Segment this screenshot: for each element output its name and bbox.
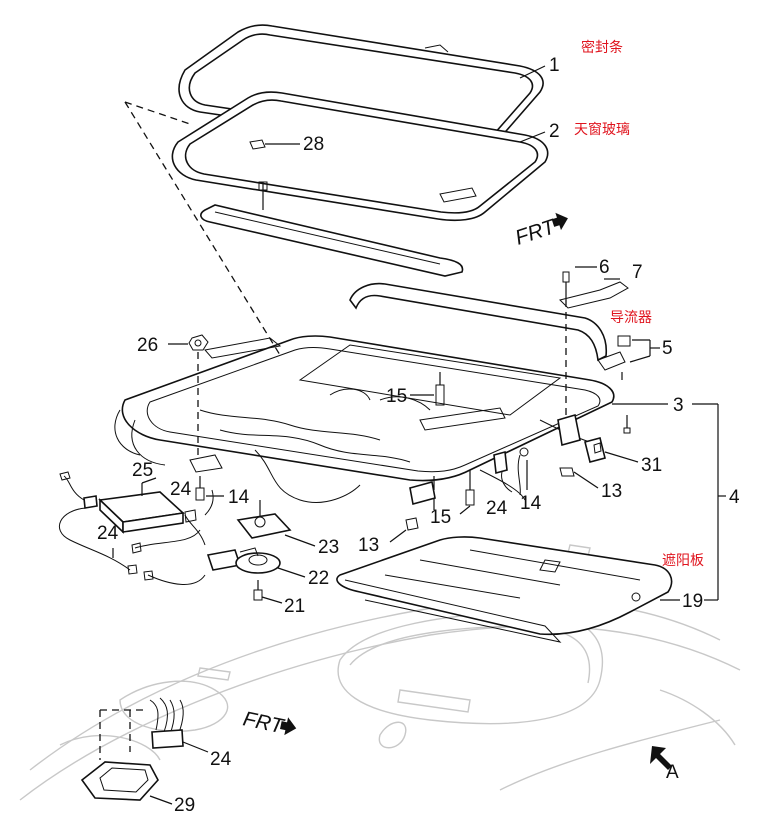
part-number-15-lower: 15 — [430, 507, 451, 528]
part-number-24-harness: 24 — [97, 523, 119, 544]
sunshade-part — [336, 536, 673, 643]
bracket-23 — [236, 500, 316, 547]
front-rail — [200, 181, 464, 277]
part-number-24-switch: 24 — [210, 749, 232, 770]
bracket-31 — [557, 413, 639, 489]
part-number-21: 21 — [284, 596, 305, 617]
part-number-31: 31 — [641, 455, 662, 476]
part-number-29: 29 — [174, 795, 195, 816]
sunroof-glass-part — [171, 91, 549, 222]
part-number-7: 7 — [632, 262, 643, 283]
part-number-24-left: 24 — [170, 479, 192, 500]
part-number-1: 1 — [549, 55, 560, 76]
nut-26 — [168, 334, 223, 473]
part-number-6: 6 — [599, 257, 610, 278]
annotation-deflector: 导流器 — [610, 310, 652, 326]
assembly-guide-line — [124, 101, 281, 356]
frt-label-bottom: FRT — [241, 707, 287, 738]
part-number-5: 5 — [662, 338, 673, 359]
screw-15 — [410, 372, 475, 515]
part-number-13-left: 13 — [358, 535, 379, 556]
sunroof-frame — [114, 335, 615, 503]
bracket-5 — [597, 335, 660, 380]
frt-arrow-top: FRT — [512, 212, 568, 250]
screw-21 — [253, 580, 283, 604]
assembly-guide-line — [124, 101, 191, 125]
stud-6 — [565, 266, 620, 420]
switch-harness-24 — [99, 697, 209, 760]
part-number-25: 25 — [132, 460, 153, 481]
leader-lines — [141, 65, 546, 484]
leader-3-4-19 — [612, 403, 726, 601]
annotation-seal: 密封条 — [581, 39, 623, 56]
part-number-13-right: 13 — [601, 481, 622, 502]
part-number-14-left: 14 — [228, 487, 250, 508]
part-number-28: 28 — [303, 134, 324, 155]
annotation-sunroof-glass: 天窗玻璃 — [574, 121, 630, 138]
view-a-arrow-icon — [650, 746, 672, 770]
part-number-23: 23 — [318, 537, 339, 558]
frt-arrow-bottom: FRT — [241, 707, 297, 739]
part-number-26: 26 — [137, 335, 158, 356]
part-numbers: 1 2 28 6 7 5 26 15 3 31 4 25 24 14 13 24… — [97, 55, 740, 816]
part-number-2: 2 — [549, 121, 560, 142]
switch-29 — [80, 761, 173, 805]
part-number-24-right: 24 — [486, 498, 508, 519]
control-module-25 — [83, 483, 185, 534]
view-a-label: A — [666, 762, 679, 783]
screw-14-left — [195, 476, 224, 501]
part-number-3: 3 — [673, 395, 684, 416]
screw-28 — [249, 139, 300, 150]
part-number-15-upper: 15 — [386, 386, 407, 407]
part-number-19: 19 — [682, 591, 703, 612]
motor-22 — [206, 547, 306, 578]
part-number-14-right: 14 — [520, 493, 542, 514]
bracket-left — [389, 476, 436, 543]
cable-24-right — [493, 447, 529, 496]
part-number-22: 22 — [308, 568, 329, 589]
part-number-4: 4 — [729, 487, 740, 508]
annotation-sunshade: 遮阳板 — [662, 553, 704, 569]
cable-24-left — [58, 471, 214, 585]
annotations: 密封条 天窗玻璃 导流器 遮阳板 — [574, 39, 704, 569]
